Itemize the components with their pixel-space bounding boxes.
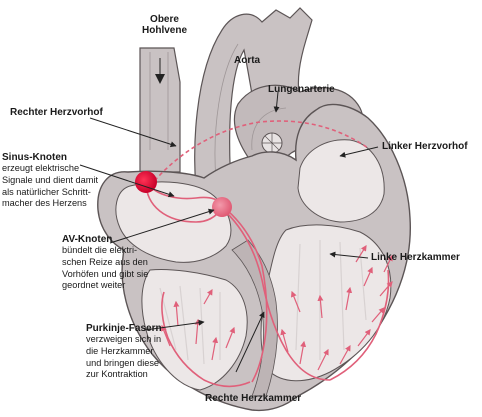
label-sinus-knoten: Sinus-Knoten erzeugt elektrische Signale…	[2, 152, 98, 210]
label-obere-hohlvene: Obere Hohlvene	[142, 14, 187, 37]
label-aorta: Aorta	[234, 55, 260, 66]
pulmonary-valve	[261, 132, 283, 154]
av-knoten-desc-3: Vorhöfen und gibt sie	[62, 268, 149, 279]
purkinje-fasern-desc-4: zur Kontraktion	[86, 369, 148, 380]
sinus-node	[135, 171, 157, 193]
purkinje-fasern-desc-2: die Herzkammer	[86, 346, 154, 356]
av-knoten-title: AV-Knoten	[62, 234, 113, 245]
sinus-knoten-desc-2: Signale und dient damit	[2, 175, 99, 185]
label-av-knoten: AV-Knoten bündelt die elektri- schen Rei…	[62, 234, 148, 292]
left-ventricle-chamber	[260, 224, 392, 382]
superior-vena-cava	[139, 47, 181, 173]
label-rechte-herzkammer: Rechte Herzkammer	[205, 393, 301, 404]
label-linker-herzvorhof: Linker Herzvorhof	[382, 141, 468, 152]
purkinje-fasern-title: Purkinje-Fasern	[86, 323, 162, 334]
sinus-knoten-desc-1: erzeugt elektrische	[2, 163, 80, 174]
interatrial-signal-path	[149, 120, 369, 187]
right-ventricle-chamber	[141, 269, 248, 391]
av-knoten-desc-2: schen Reize aus den	[62, 257, 148, 267]
purkinje-fasern-desc-1: verzweigen sich in	[86, 334, 162, 345]
label-obere-hohlvene-line1: Obere	[150, 14, 179, 25]
label-obere-hohlvene-line2: Hohlvene	[142, 25, 188, 37]
label-lungenarterie-text: Lungenarterie	[268, 84, 335, 95]
sinus-knoten-title: Sinus-Knoten	[2, 152, 67, 163]
label-linke-herzkammer: Linke Herzkammer	[371, 252, 460, 263]
label-linke-herzkammer-text: Linke Herzkammer	[371, 252, 460, 263]
purkinje-fasern-desc-3: und bringen diese	[86, 357, 160, 368]
left-atrium-chamber	[297, 139, 385, 223]
sinus-knoten-desc-4: macher des Herzens	[2, 198, 87, 209]
interventricular-septum	[231, 239, 278, 397]
label-lungenarterie: Lungenarterie	[268, 84, 335, 95]
av-node	[212, 197, 232, 217]
sinus-knoten-desc-3: als natürlicher Schritt-	[2, 186, 91, 197]
av-knoten-desc-4: geordnet weiter	[62, 280, 126, 291]
label-rechter-herzvorhof: Rechter Herzvorhof	[10, 107, 103, 118]
pointer-lines	[79, 91, 379, 373]
label-rechter-herzvorhof-text: Rechter Herzvorhof	[10, 107, 103, 118]
label-rechte-herzkammer-text: Rechte Herzkammer	[205, 393, 302, 404]
aorta	[194, 7, 313, 207]
right-atrium-chamber	[115, 181, 232, 263]
label-aorta-text: Aorta	[234, 55, 261, 66]
av-knoten-desc-1: bündelt die elektri-	[62, 245, 138, 256]
label-purkinje-fasern: Purkinje-Fasern verzweigen sich in die H…	[86, 323, 162, 381]
purkinje-arrows	[160, 244, 393, 371]
label-linker-herzvorhof-text: Linker Herzvorhof	[382, 141, 468, 152]
